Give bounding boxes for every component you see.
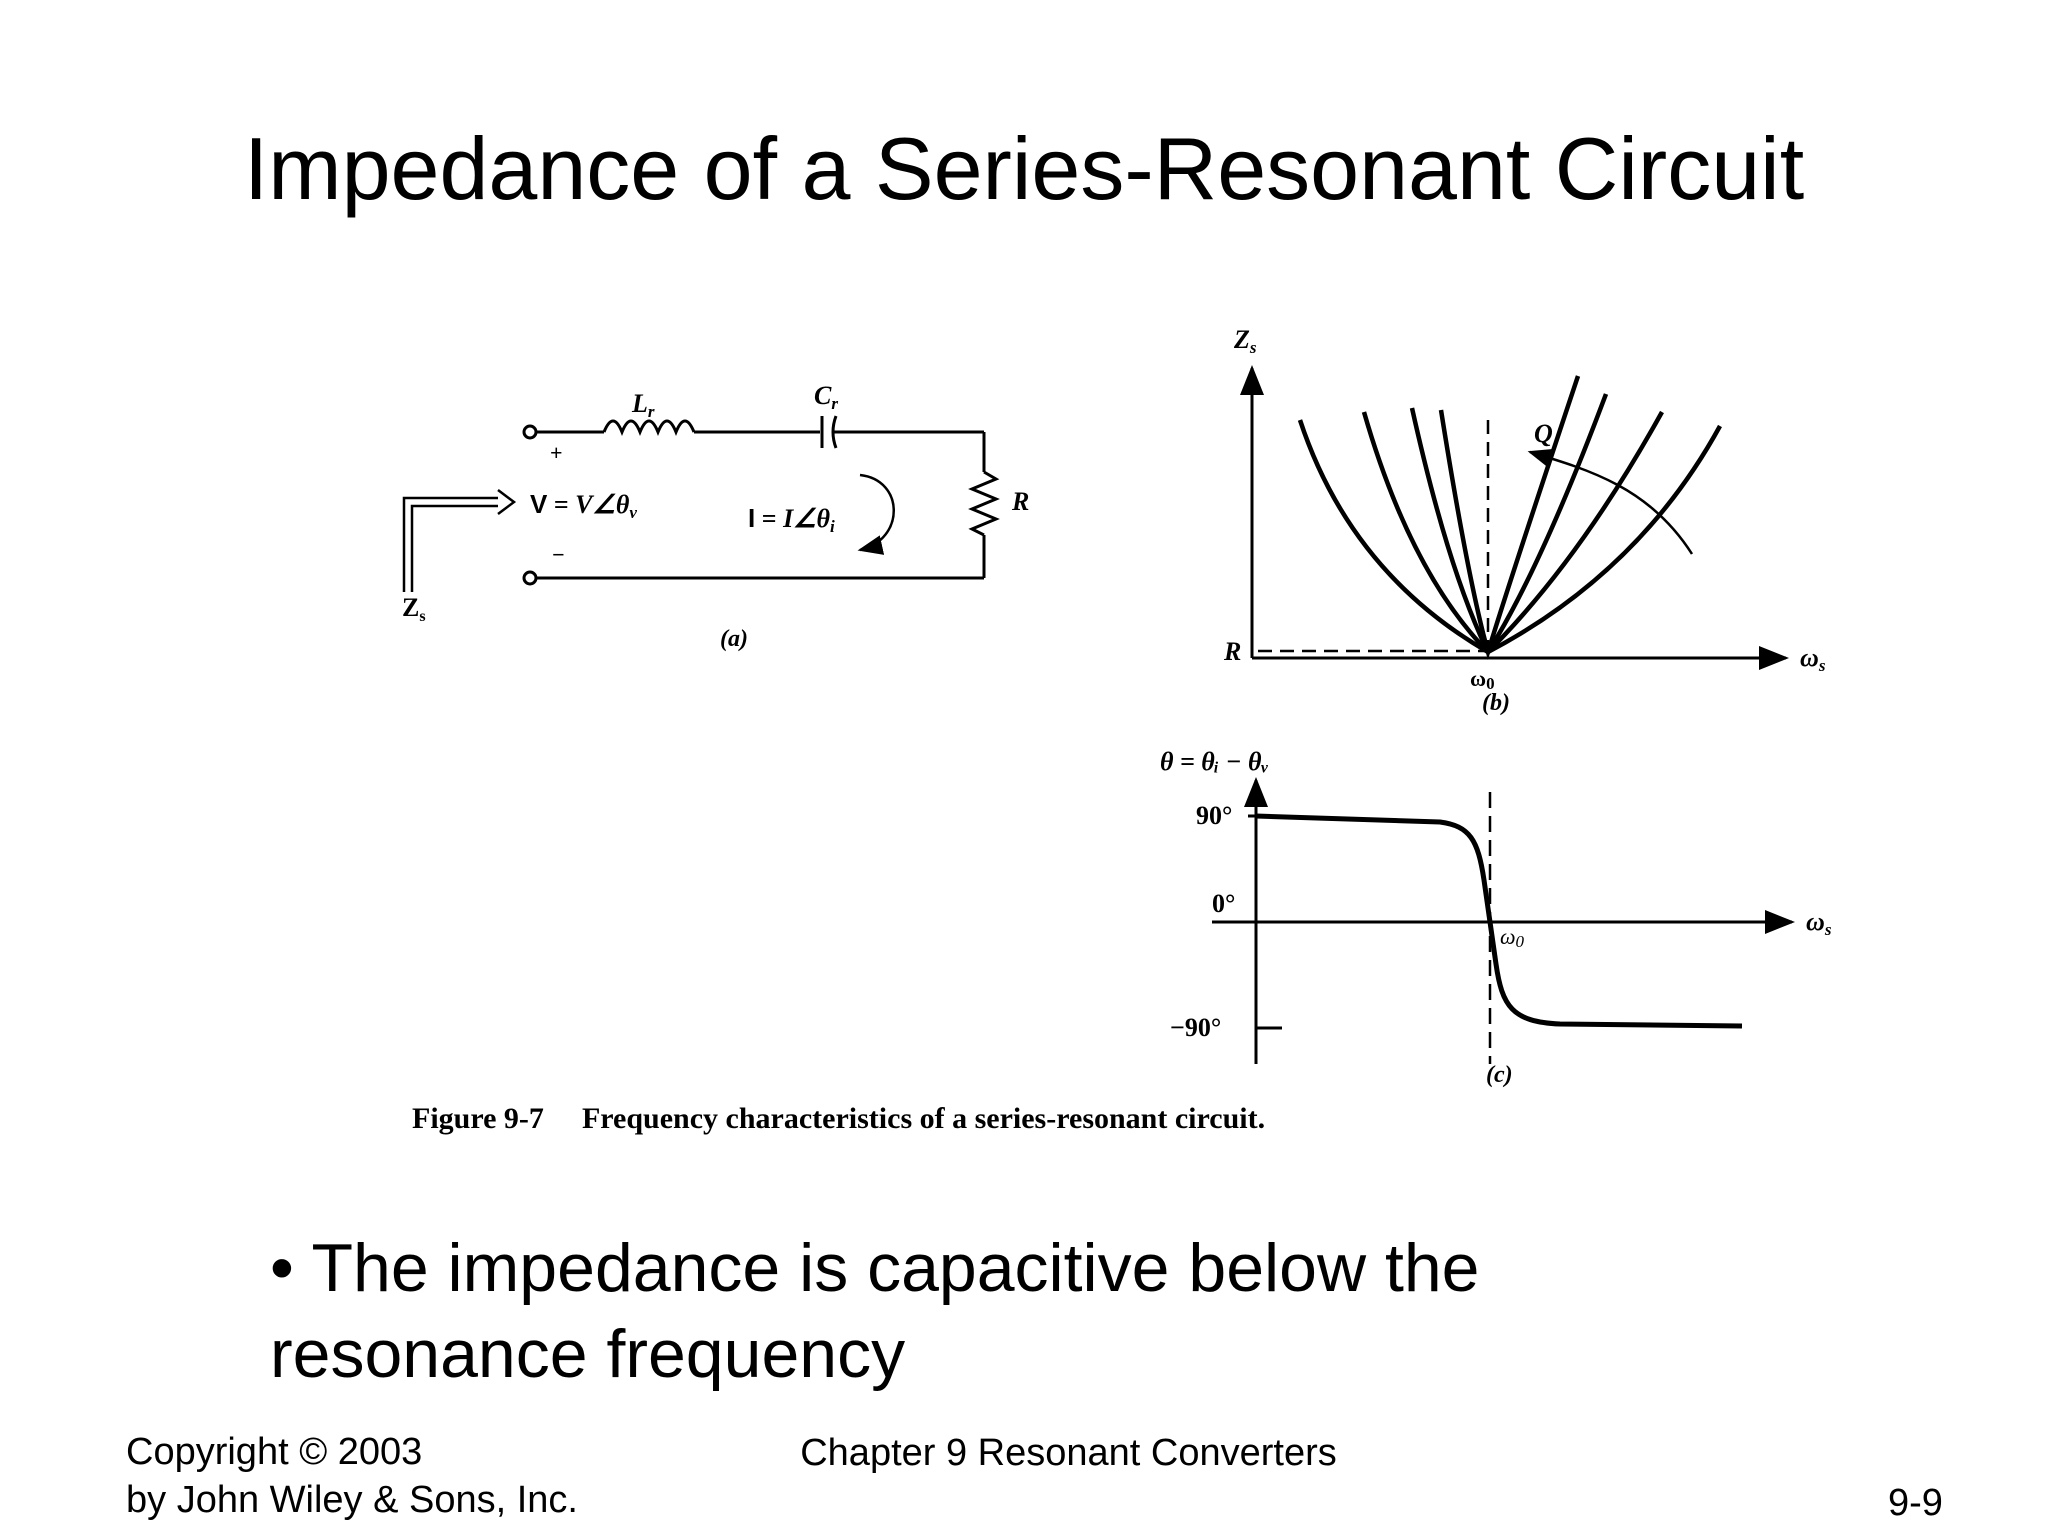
bullet-point: • The impedance is capacitive below the …	[270, 1225, 1770, 1397]
zs-label: Zs	[402, 593, 426, 625]
phase-plot	[1212, 777, 1795, 1064]
q-arrow	[1527, 448, 1694, 555]
ws-axis-title: ωs	[1800, 643, 1826, 675]
resistor-label: R	[1011, 487, 1029, 516]
resonance-label: ω0	[1470, 666, 1495, 693]
copyright-notice: Copyright © 2003 by John Wiley & Sons, I…	[126, 1428, 578, 1524]
impedance-curve-high-q	[1438, 375, 1581, 661]
figure-caption-text: Frequency characteristics of a series-re…	[581, 1102, 1266, 1135]
impedance-curve-mid-high-q	[1409, 393, 1609, 657]
inductor-label: Lr	[631, 389, 655, 421]
terminal-top	[522, 424, 538, 440]
plus-sign: +	[550, 440, 563, 465]
chapter-title: Chapter 9 Resonant Converters	[800, 1432, 1337, 1474]
copyright-line-2: by John Wiley & Sons, Inc.	[126, 1479, 578, 1521]
current-loop-arrow	[857, 473, 895, 555]
tick-0: 0°	[1212, 889, 1235, 918]
impedance-plot	[1240, 365, 1789, 670]
inductor-coil	[602, 419, 696, 436]
copyright-line-1: Copyright © 2003	[126, 1431, 423, 1473]
capacitor-label: Cr	[814, 381, 838, 413]
current-label: I = I∠θi	[748, 503, 835, 536]
panel-c-label: (c)	[1486, 1062, 1513, 1088]
bullet-text: The impedance is capacitive below the re…	[270, 1230, 1480, 1392]
tick-90: 90°	[1196, 801, 1232, 830]
page-number: 9-9	[1888, 1482, 1943, 1524]
resonance-label-phase: ω0	[1500, 924, 1525, 951]
panel-b-label: (b)	[1482, 690, 1510, 716]
impedance-bracket	[402, 496, 498, 592]
voltage-label: V = V∠θv	[530, 489, 637, 522]
figure-number: Figure 9-7	[412, 1102, 544, 1135]
panel-a-label: (a)	[720, 626, 748, 652]
phase-curve	[1255, 813, 1743, 1029]
theta-axis-title: θ = θᵢ − θᵥ	[1160, 747, 1268, 776]
impedance-curve-mid-low-q	[1361, 410, 1664, 656]
resistor-zigzag	[968, 470, 1000, 537]
bullet-marker: •	[270, 1230, 294, 1306]
slide-title: Impedance of a Series-Resonant Circuit	[243, 119, 1805, 218]
terminal-bottom	[522, 570, 538, 586]
circuit-diagram	[402, 415, 1000, 592]
r-tick-label: R	[1223, 637, 1241, 666]
minus-sign: −	[552, 542, 565, 567]
q-label: Q	[1534, 419, 1553, 448]
ws-axis-title-phase: ωs	[1806, 907, 1832, 939]
figure-caption: Figure 9-7 Frequency characteristics of a…	[412, 1102, 1265, 1136]
tick-neg90: −90°	[1170, 1013, 1221, 1042]
zs-axis-title: Zs	[1233, 325, 1257, 357]
capacitor-plate-right	[831, 415, 838, 449]
